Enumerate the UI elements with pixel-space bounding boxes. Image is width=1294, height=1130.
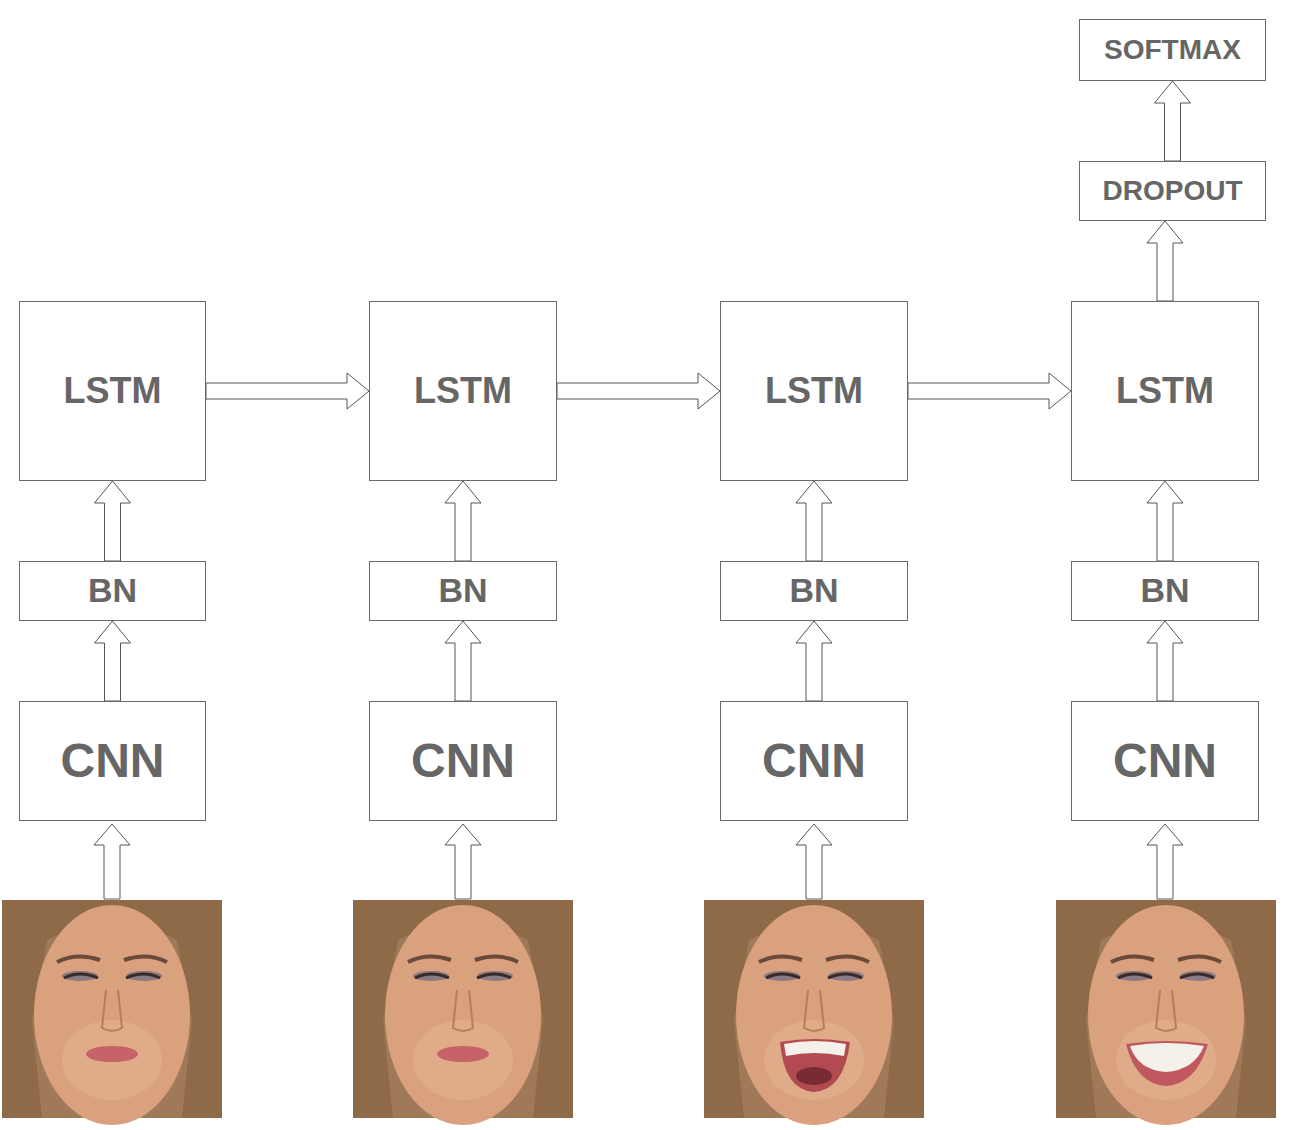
node-label: BN <box>88 572 137 609</box>
lstm-box: LSTM <box>720 301 908 481</box>
dropout-box: DROPOUT <box>1079 161 1266 221</box>
node-label: CNN <box>411 735 515 788</box>
node-label: DROPOUT <box>1103 176 1243 207</box>
block-arrow <box>1147 481 1183 561</box>
node-label: BN <box>789 572 838 609</box>
cnn-box: CNN <box>369 701 557 821</box>
block-arrow <box>908 373 1071 409</box>
block-arrow <box>445 481 481 561</box>
block-arrow <box>445 621 481 701</box>
lstm-box: LSTM <box>19 301 206 481</box>
bn-box: BN <box>19 561 206 621</box>
bn-box: BN <box>1071 561 1259 621</box>
block-arrow <box>95 481 131 561</box>
cnn-box: CNN <box>19 701 206 821</box>
node-label: CNN <box>762 735 866 788</box>
block-arrow <box>1155 81 1191 161</box>
block-arrow <box>206 373 369 409</box>
node-label: LSTM <box>1116 371 1214 411</box>
block-arrow <box>1147 221 1183 301</box>
block-arrow <box>796 621 832 701</box>
block-arrow <box>796 481 832 561</box>
node-label: LSTM <box>414 371 512 411</box>
bn-box: BN <box>369 561 557 621</box>
lstm-box: LSTM <box>369 301 557 481</box>
node-label: LSTM <box>64 371 162 411</box>
block-arrow <box>1147 621 1183 701</box>
node-label: SOFTMAX <box>1104 35 1241 66</box>
node-label: LSTM <box>765 371 863 411</box>
cnn-box: CNN <box>720 701 908 821</box>
node-label: CNN <box>1113 735 1217 788</box>
block-arrow <box>557 373 720 409</box>
cnn-box: CNN <box>1071 701 1259 821</box>
bn-box: BN <box>720 561 908 621</box>
node-label: CNN <box>61 735 165 788</box>
node-label: BN <box>1140 572 1189 609</box>
lstm-box: LSTM <box>1071 301 1259 481</box>
block-arrow <box>95 621 131 701</box>
node-label: BN <box>438 572 487 609</box>
softmax-box: SOFTMAX <box>1079 19 1266 81</box>
